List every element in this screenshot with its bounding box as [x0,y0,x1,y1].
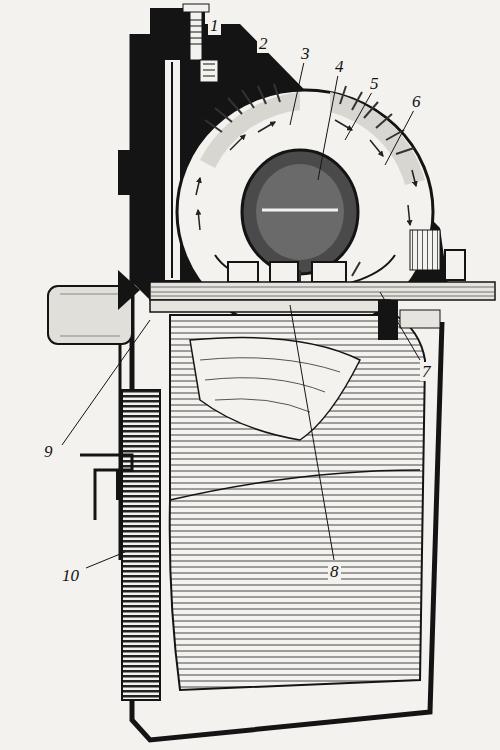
callout-number: 3 [299,44,312,63]
callout-number: 8 [328,562,341,581]
callout-number: 10 [60,566,81,585]
callout-number: 5 [368,74,381,93]
callout-number: 2 [257,34,270,53]
callout-number: 6 [410,92,423,111]
callout-number: 9 [42,442,55,461]
callout-number: 1 [208,16,221,35]
callout-number: 4 [333,57,346,76]
callout-number: 7 [420,362,433,381]
leader-lines [62,36,420,568]
